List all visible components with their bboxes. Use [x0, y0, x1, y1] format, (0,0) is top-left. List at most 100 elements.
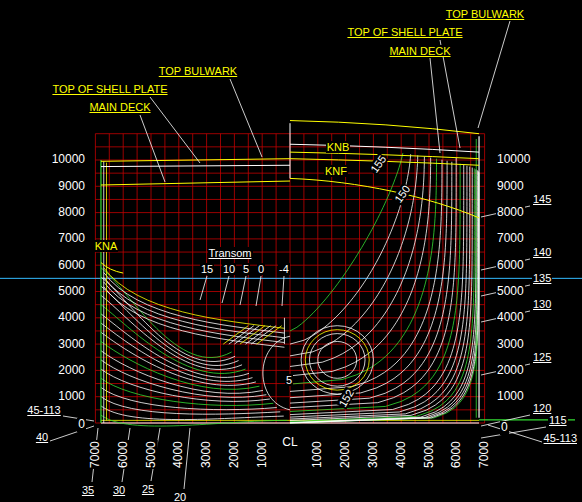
leader-line: [50, 426, 94, 441]
leader-line: [430, 58, 440, 153]
stern-line: [284, 318, 285, 344]
deck-line: [290, 144, 479, 152]
axis-value: 8000: [496, 206, 525, 219]
grid-line: [95, 304, 484, 305]
axis-value: 9000: [496, 180, 525, 193]
station-line: [101, 295, 242, 369]
station-line: [290, 162, 452, 403]
grid-line: [95, 212, 484, 213]
leader-line: [488, 425, 542, 442]
station-number: 0: [257, 263, 265, 275]
station-number: 25: [141, 483, 155, 495]
station-number: 40: [35, 431, 49, 443]
leader-line: [478, 21, 510, 128]
knuckle-label: KNF: [324, 165, 348, 177]
station-number: 35: [81, 484, 95, 496]
station-number: 5: [285, 374, 293, 386]
axis-value: 4000: [496, 311, 525, 324]
axis-value: 3000: [367, 441, 380, 470]
stern-line: [251, 326, 276, 344]
deck-label: TOP OF SHELL PLATE: [51, 83, 168, 95]
station-number: 145: [532, 193, 552, 205]
bulb-line: [305, 330, 369, 390]
deck-label: MAIN DECK: [388, 45, 451, 57]
knuckle-label: KNB: [326, 141, 351, 153]
station-line: [290, 171, 478, 423]
station-line: [290, 172, 479, 423]
axis-value: 6000: [57, 259, 86, 272]
axis-value: 3000: [496, 338, 525, 351]
station-line: [290, 154, 411, 344]
station-line: [101, 268, 232, 358]
axis-value: 5000: [57, 285, 86, 298]
grid-line: [95, 370, 484, 371]
waterline: [0, 278, 582, 279]
leader-line: [240, 276, 246, 305]
hull-side: [478, 136, 479, 417]
leader-line: [282, 276, 284, 306]
axis-value: 6000: [450, 441, 463, 470]
deck-line: [101, 159, 290, 162]
axis-value: 7000: [478, 441, 491, 470]
grid-line: [95, 252, 484, 253]
deck-line: [101, 165, 290, 166]
station-number: 10: [222, 263, 236, 275]
axis-value: 2000: [228, 441, 241, 470]
station-number: -4: [278, 263, 290, 275]
station-line: [290, 155, 418, 355]
stern-line: [240, 326, 265, 344]
axis-value: 6000: [117, 441, 130, 470]
station-number: 150: [391, 182, 413, 206]
axis-value: 5000: [144, 441, 157, 470]
station-number: 140: [532, 246, 552, 258]
station-number: 120: [532, 402, 552, 414]
axis-value: 4000: [395, 441, 408, 470]
leader-line: [150, 97, 200, 163]
station-line: [290, 160, 442, 392]
grid-line: [95, 265, 484, 266]
axis-value: 5000: [422, 441, 435, 470]
station-number: 135: [532, 272, 552, 284]
deck-label: TOP BULWARK: [158, 65, 238, 77]
axis-value: 4000: [172, 441, 185, 470]
leader-line: [481, 427, 546, 438]
grid-line: [95, 186, 484, 187]
grid-line: [95, 225, 484, 226]
axis-value: 10000: [496, 153, 531, 166]
leader-line: [200, 276, 207, 300]
deck-label: TOP BULWARK: [445, 8, 525, 20]
axis-value: 8000: [57, 206, 86, 219]
leader-lines: [50, 21, 546, 489]
hull-side: [476, 139, 477, 418]
axis-value: 7000: [89, 441, 102, 470]
stern-line: [246, 326, 271, 344]
grid-line: [95, 317, 484, 318]
deck-line: [101, 181, 290, 185]
station-line: [101, 286, 239, 365]
grid-line: [95, 291, 484, 292]
station-number: 30: [112, 484, 126, 496]
leader-line: [140, 115, 165, 182]
station-number: 15: [200, 263, 214, 275]
centre-line-label: CL: [281, 436, 298, 449]
knuckle-line: [101, 263, 123, 274]
station-number: 125: [532, 351, 552, 363]
station-range: 45-113: [26, 404, 61, 416]
station-line: [290, 173, 479, 423]
axis-value: 0: [77, 418, 86, 431]
station-range: 45-113: [543, 432, 578, 444]
axis-value: 9000: [57, 180, 86, 193]
station-line: [290, 164, 460, 412]
axis-value: 1000: [256, 441, 269, 470]
stern-line: [234, 326, 259, 344]
knuckle-line: [290, 178, 479, 217]
axis-value: 10000: [51, 153, 86, 166]
station-number: 20: [173, 491, 187, 502]
station-number: 155: [367, 152, 389, 176]
centre-line: [290, 123, 291, 178]
axis-value: 2000: [496, 364, 525, 377]
axis-value: 1000: [57, 390, 86, 403]
axis-value: 7000: [57, 232, 86, 245]
